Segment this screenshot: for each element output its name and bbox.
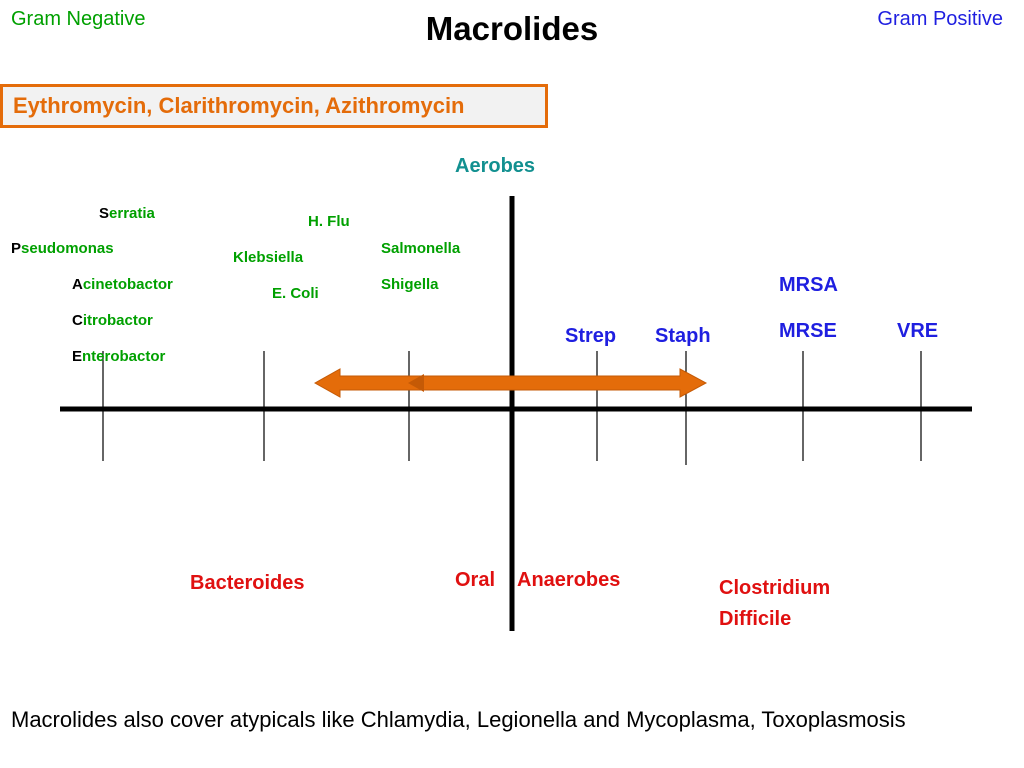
organism-enterobactor: Enterobactor [72, 348, 166, 365]
organism-acinetobactor: Acinetobactor [72, 276, 173, 293]
coverage-arrow [313, 368, 708, 398]
organism-staph: Staph [655, 325, 711, 347]
organism-clostridium-difficile: Clostridium Difficile [719, 577, 831, 630]
organism-klebsiella: Klebsiella [233, 249, 304, 266]
page-title: Macrolides [425, 10, 599, 47]
organism-mrsa: MRSA [779, 274, 838, 296]
aerobes-label: Aerobes [455, 155, 536, 177]
organism-shigella: Shigella [381, 276, 439, 293]
organism-strep: Strep [565, 325, 617, 347]
organism-bacteroides: Bacteroides [190, 572, 305, 594]
organism-vre: VRE [897, 320, 939, 342]
gram-negative-label: Gram Negative [11, 8, 146, 30]
oral-label: Oral [455, 569, 496, 591]
organism-salmonella: Salmonella [381, 240, 461, 257]
gram-positive-label: Gram Positive [877, 8, 1003, 30]
organism-citrobactor: Citrobactor [72, 312, 153, 329]
organism-serratia: Serratia [99, 205, 155, 222]
organism-h-flu: H. Flu [308, 213, 350, 230]
organism-pseudomonas: Pseudomonas [11, 240, 114, 257]
footnote: Macrolides also cover atypicals like Chl… [11, 707, 906, 732]
organism-e-coli: E. Coli [272, 285, 319, 302]
anaerobes-label: Anaerobes [517, 569, 621, 591]
drug-list-box: Eythromycin, Clarithromycin, Azithromyci… [0, 84, 548, 128]
organism-mrse: MRSE [779, 320, 837, 342]
